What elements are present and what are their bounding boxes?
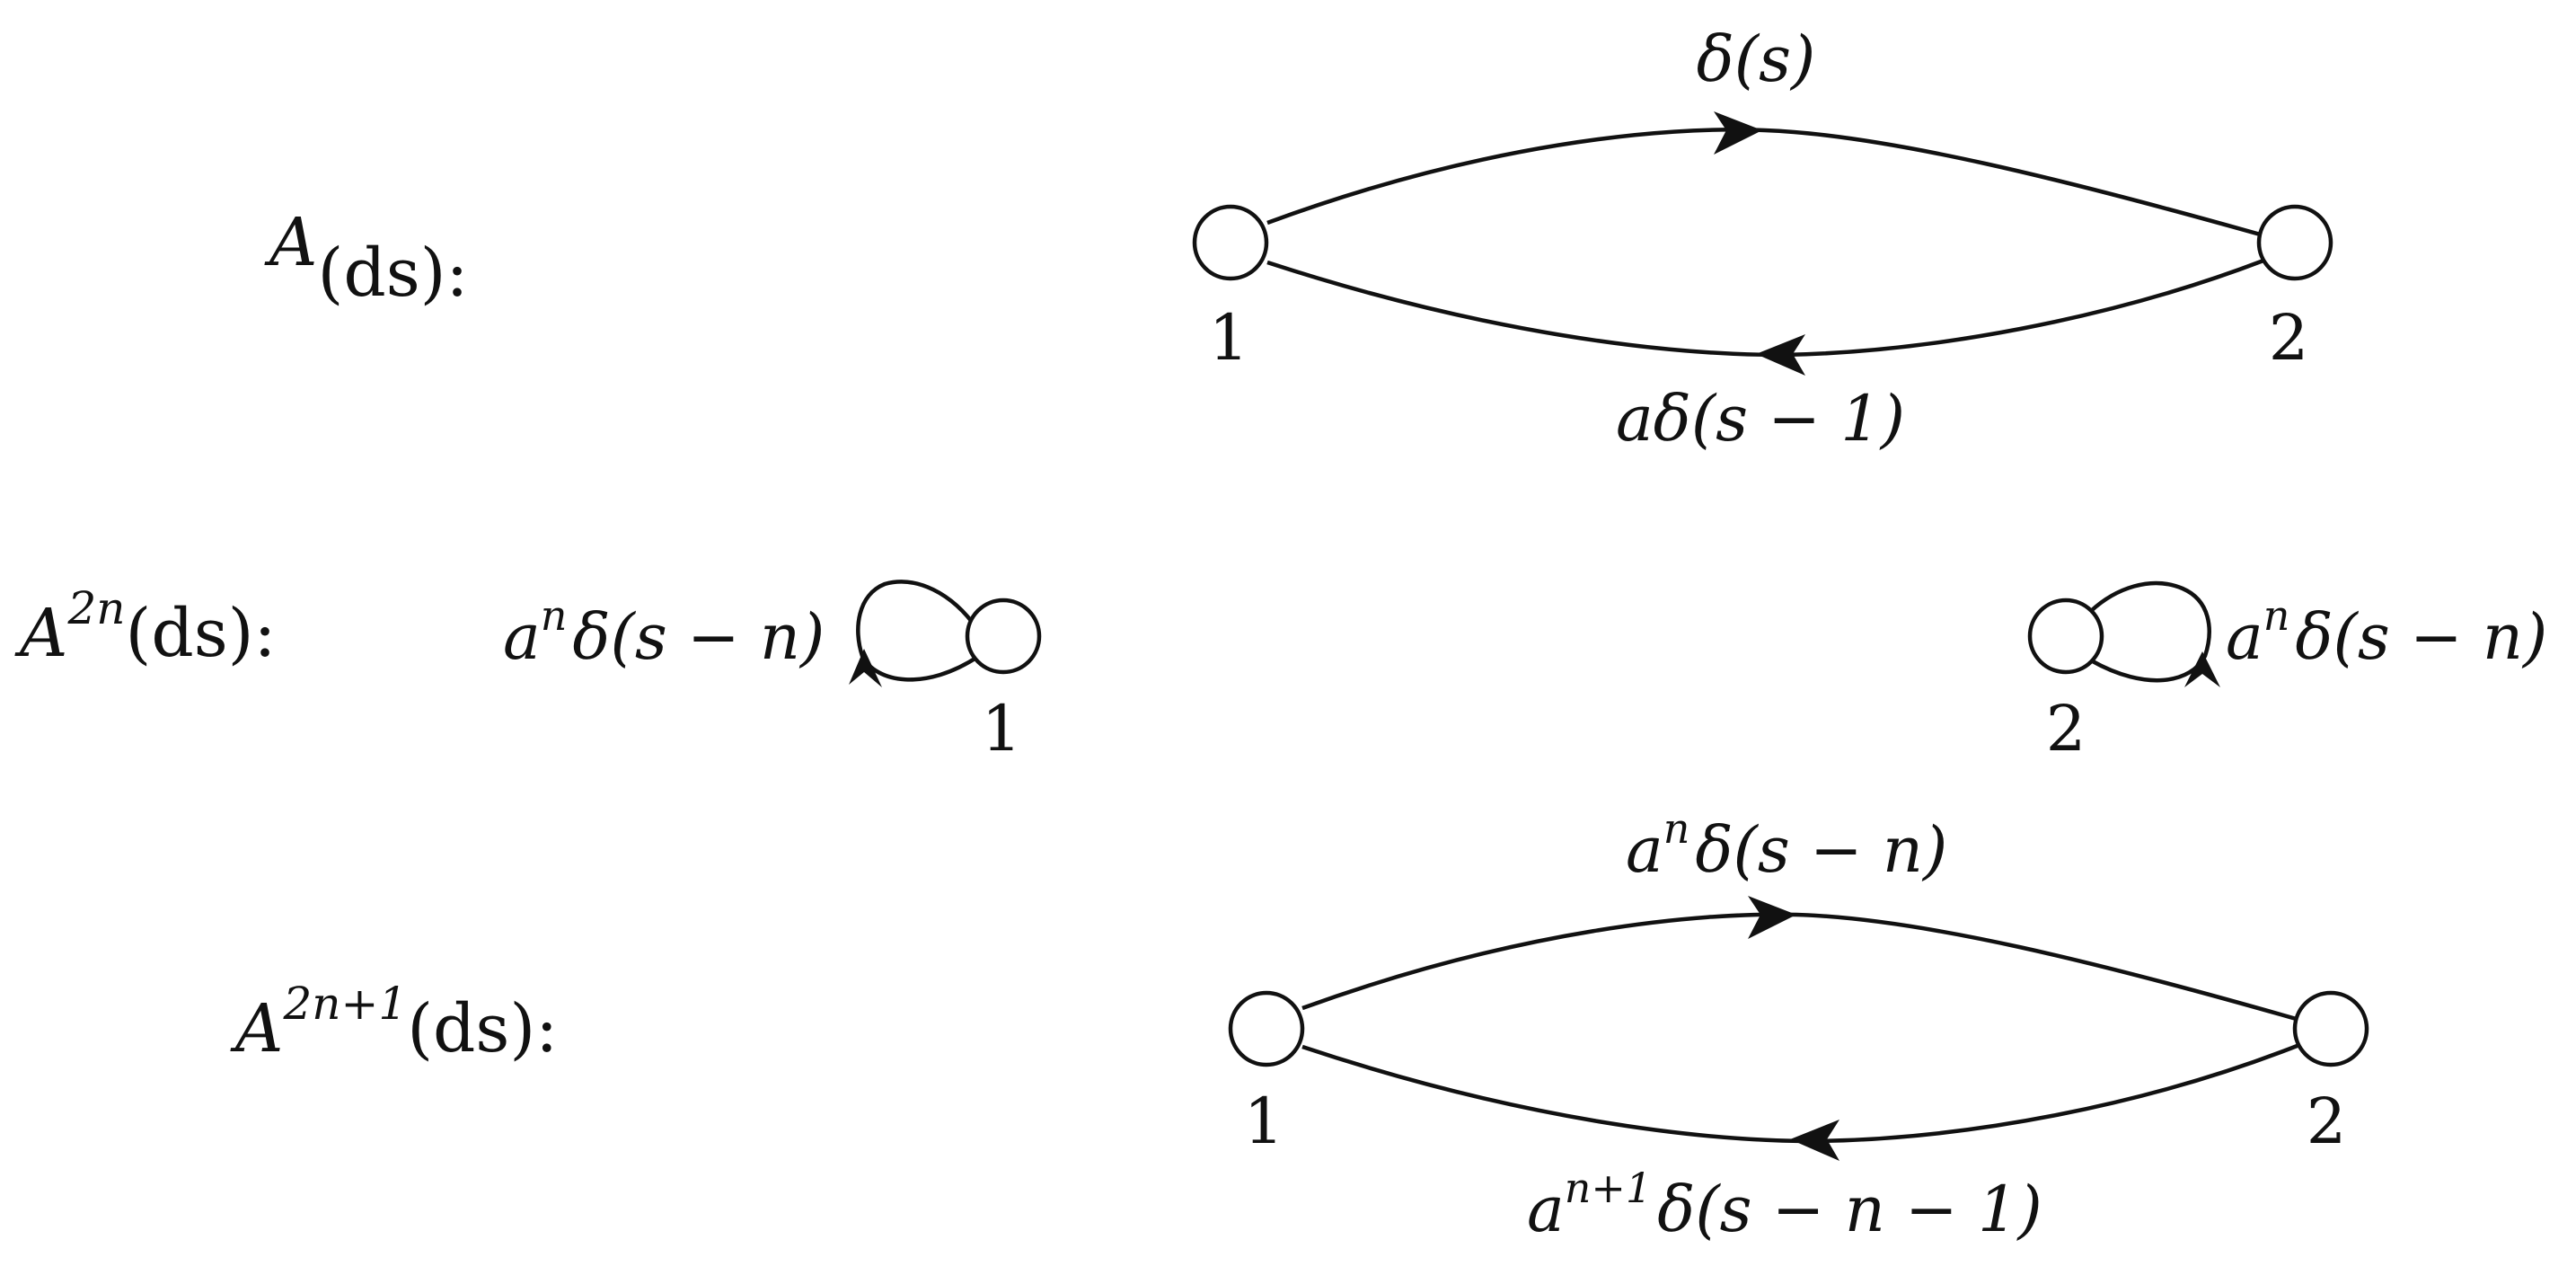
arrowhead-bottom bbox=[1756, 334, 1805, 376]
edge-1-to-2 bbox=[1301, 912, 2300, 1023]
arrowhead-top bbox=[1714, 111, 1762, 155]
row-label-a-2n-plus-1-ds: A2n+1(ds): bbox=[230, 978, 558, 1067]
edge-label-bottom: an+1δ(s − n − 1) bbox=[1527, 1164, 2042, 1246]
self-loop-node-2 bbox=[2089, 580, 2211, 683]
edge-1-to-2 bbox=[1266, 128, 2264, 238]
row-a-2n-ds: A2n(ds): 1 anδ(s − n) 2 anδ(s − n) bbox=[14, 580, 2547, 766]
self-loop-node-1 bbox=[856, 580, 981, 682]
edge-2-to-1 bbox=[1266, 258, 2264, 358]
row-label-a-ds: A(ds): bbox=[264, 204, 468, 312]
edge-label-top: anδ(s − n) bbox=[1626, 804, 1947, 887]
node-label-1: 1 bbox=[982, 692, 1022, 766]
state-node-1 bbox=[1228, 990, 1305, 1067]
node-label-1: 1 bbox=[1209, 301, 1249, 375]
state-node-2 bbox=[2292, 990, 2369, 1067]
loop-label-node-2: anδ(s − n) bbox=[2226, 591, 2547, 674]
state-node-2 bbox=[2256, 204, 2333, 281]
node-label-1: 1 bbox=[1244, 1085, 1284, 1158]
arrowhead-bottom bbox=[1790, 1120, 1839, 1161]
edge-label-top: δ(s) bbox=[1697, 22, 1816, 96]
self-loop-arrowhead-1 bbox=[849, 649, 882, 687]
self-loop-arrowhead-2 bbox=[2184, 651, 2220, 687]
state-node-1 bbox=[965, 598, 1042, 675]
row-a-2n-plus-1-ds: A2n+1(ds): 1 2 anδ(s − n) an+1δ(s − n − … bbox=[230, 804, 2369, 1246]
state-node-2 bbox=[2027, 598, 2104, 675]
row-a-ds: A(ds): 1 2 δ(s) aδ(s − 1) bbox=[264, 22, 2333, 456]
node-label-2: 2 bbox=[2269, 301, 2309, 375]
row-label-a-2n-ds: A2n(ds): bbox=[14, 582, 277, 672]
arrowhead-top bbox=[1748, 896, 1796, 939]
node-label-2: 2 bbox=[2307, 1085, 2347, 1158]
node-label-2: 2 bbox=[2046, 692, 2086, 766]
loop-label-node-1: anδ(s − n) bbox=[503, 591, 825, 674]
state-node-1 bbox=[1192, 204, 1269, 281]
edge-label-bottom: aδ(s − 1) bbox=[1616, 382, 1905, 456]
edge-2-to-1 bbox=[1301, 1042, 2300, 1144]
